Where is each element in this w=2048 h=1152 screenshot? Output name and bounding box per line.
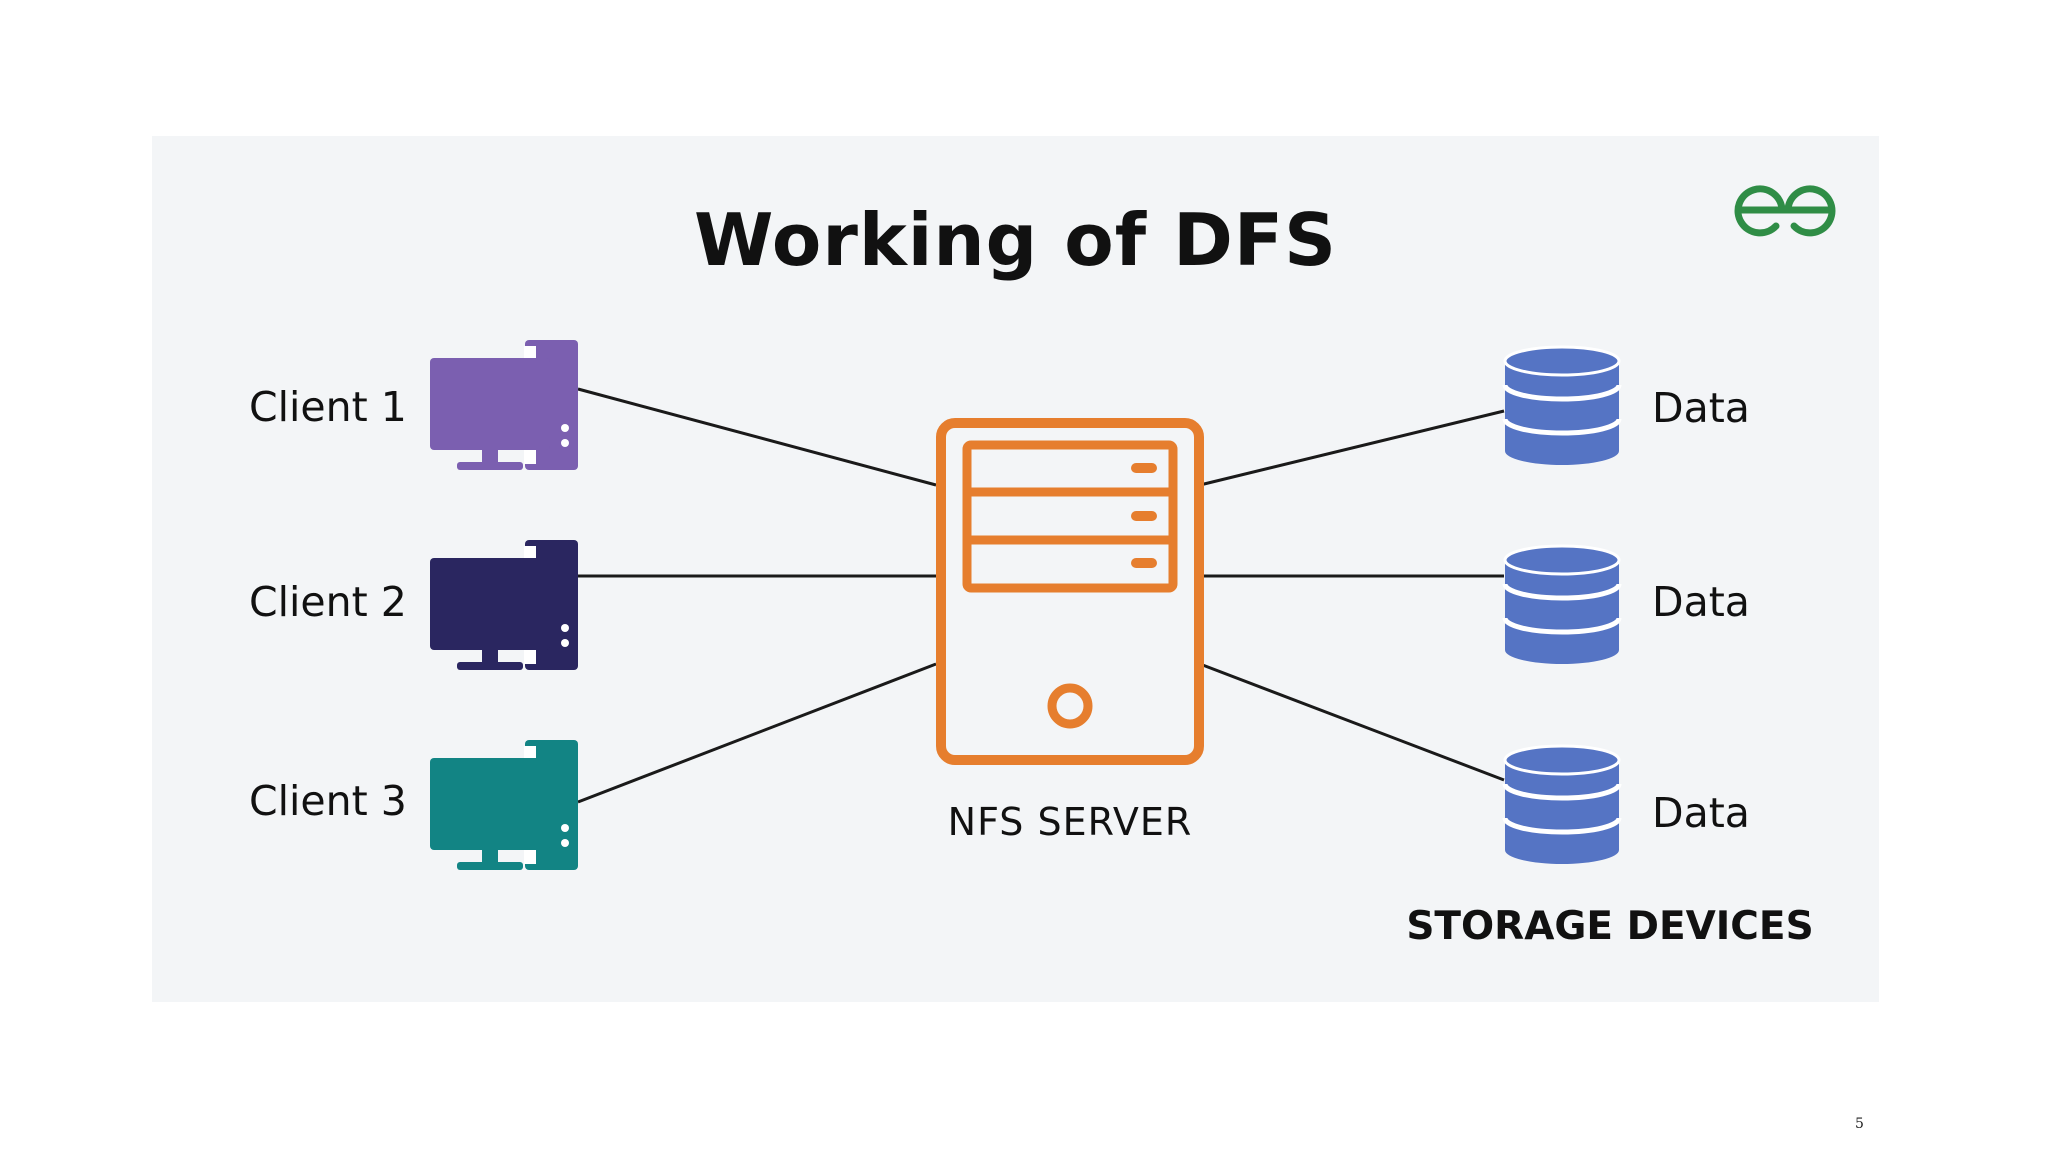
- client-3-label: Client 3: [249, 777, 407, 825]
- data-3-database-icon: [1502, 744, 1622, 864]
- client-1-label: Client 1: [249, 383, 407, 431]
- client-3-computer-icon: [430, 740, 578, 870]
- client-1-computer-icon: [430, 340, 578, 470]
- data-2-database-icon: [1502, 544, 1622, 664]
- data-2-label: Data: [1652, 578, 1750, 626]
- client-2-computer-icon: [430, 540, 578, 670]
- geeksforgeeks-logo-icon: [1734, 185, 1836, 237]
- data-1-label: Data: [1652, 384, 1750, 432]
- connection-client-3-server: [577, 662, 937, 804]
- connection-client-1-server: [577, 387, 937, 487]
- server-label: NFS SERVER: [947, 800, 1193, 844]
- connection-server-data-1: [1199, 409, 1505, 487]
- data-3-label: Data: [1652, 789, 1750, 837]
- client-2-label: Client 2: [249, 578, 407, 626]
- nfs-server-icon: [936, 418, 1204, 765]
- page-number: 5: [1855, 1116, 1864, 1132]
- data-1-database-icon: [1502, 345, 1622, 465]
- connection-server-data-3: [1199, 662, 1505, 782]
- page-title: Working of DFS: [694, 198, 1337, 282]
- storage-devices-label: STORAGE DEVICES: [1406, 904, 1814, 949]
